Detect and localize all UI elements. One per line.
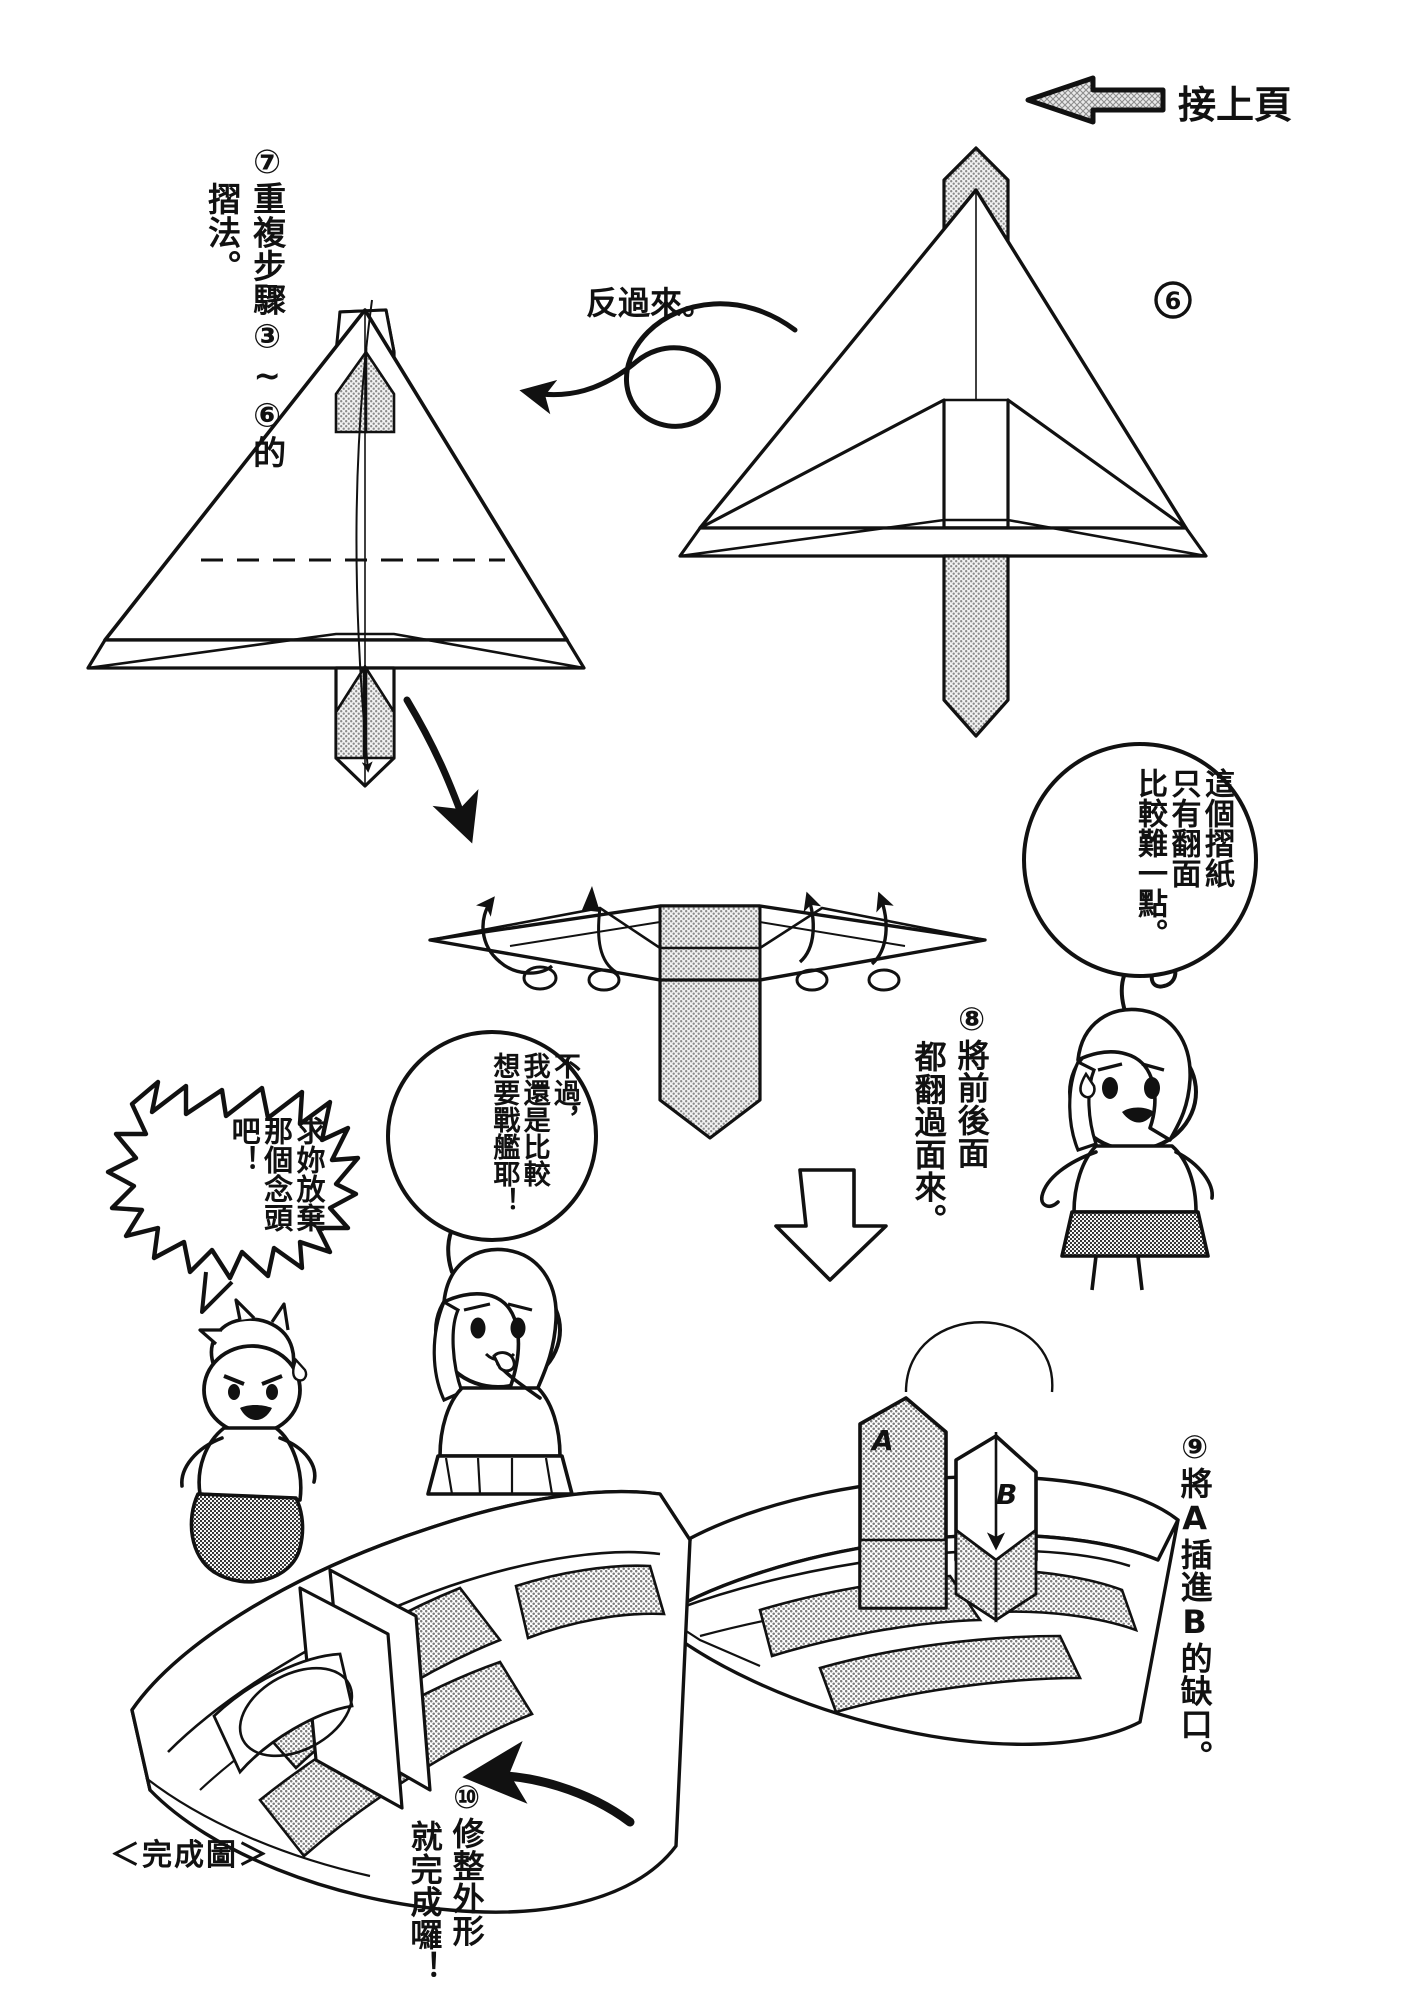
step-10-caption-line-1: ⑩修整外形 — [447, 1778, 486, 1948]
speech-bubble-hard-to-flip-text: 這個摺紙 只有翻面 比較難一點。 — [1048, 768, 1234, 958]
speech-bubble-give-up — [105, 1079, 361, 1314]
part-b-label: B — [996, 1478, 1018, 1511]
continuation-label: 接上頁 — [1178, 83, 1293, 127]
step-8-diagram — [428, 886, 987, 1140]
step-9-diagram — [653, 1321, 1180, 1746]
step-9-caption: ⑨將A插進B的缺口。 — [1175, 1428, 1214, 1773]
bubble-line: 我還是比較 — [518, 1052, 550, 1187]
speech-bubble-hard-to-flip — [1022, 742, 1258, 978]
step-7-caption-line-2: 摺法。 — [202, 182, 242, 283]
bubble-line: 想要戰艦耶！ — [488, 1052, 520, 1214]
part-a-label: A — [872, 1424, 894, 1457]
step7-to-step8-arrow-icon — [403, 696, 479, 844]
step-6-number: 6 — [1154, 281, 1192, 319]
character-girl-thinking — [426, 1205, 574, 1496]
step-8-caption-line-1: ⑧將前後面 — [952, 1000, 991, 1170]
finished-figure-label: ＜完成圖＞ — [110, 1838, 270, 1873]
continuation-arrow-icon — [1025, 75, 1166, 125]
flip-over-arrow-icon — [519, 301, 798, 429]
bubble-line: 只有翻面 — [1165, 768, 1201, 888]
step8-to-step9-arrow-icon — [774, 1165, 890, 1282]
bubble-line: 求妳放棄 — [292, 1116, 326, 1232]
step-7-diagram — [86, 299, 586, 788]
speech-bubble-give-up-text: 求妳放棄 那個念頭 吧！ — [140, 1116, 326, 1264]
bubble-line: 不過， — [549, 1052, 580, 1133]
svg-text:6: 6 — [1165, 287, 1182, 315]
character-girl-sweating — [1039, 951, 1214, 1291]
bubble-line: 那個念頭 — [259, 1116, 294, 1232]
finished-boat-diagram — [130, 1489, 692, 1914]
step-6-diagram — [678, 146, 1208, 738]
bubble-line: 吧！ — [227, 1116, 262, 1174]
step9-to-step10-arrow-icon — [462, 1740, 635, 1827]
flip-over-label: 反過來。 — [586, 284, 715, 322]
step-10-caption-line-2: 就完成囉！ — [405, 1820, 444, 1984]
step-8-caption-line-2: 都翻過面來。 — [909, 1040, 948, 1236]
character-boy-shouting — [180, 1298, 317, 1584]
speech-bubble-want-battleship — [386, 1030, 598, 1242]
step-7-caption-line-1: ⑦重複步驟③~⑥的 — [247, 142, 287, 469]
bubble-line: 這個摺紙 — [1199, 768, 1234, 888]
bubble-line: 比較難一點。 — [1132, 768, 1167, 948]
speech-bubble-want-battleship-text: 不過， 我還是比較 想要戰艦耶！ — [408, 1052, 580, 1224]
